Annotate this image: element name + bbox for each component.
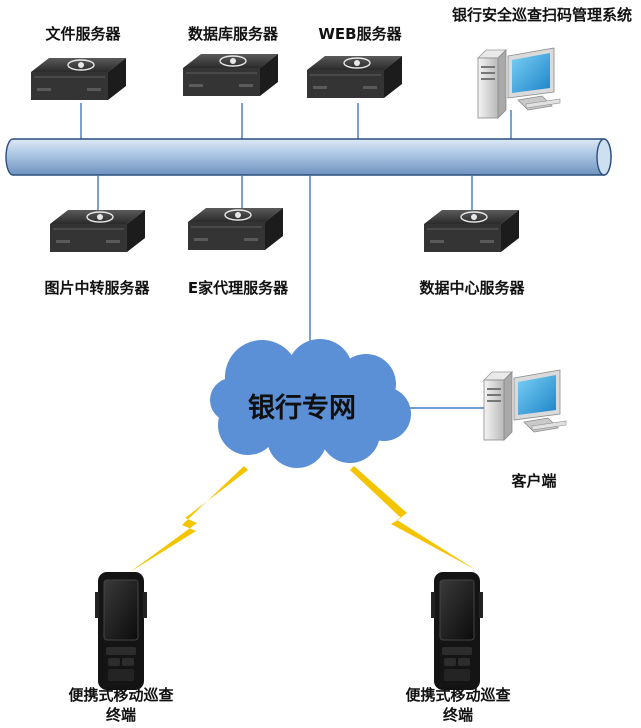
e-home-proxy-server-icon: [187, 207, 284, 251]
image-relay-server-icon: [49, 209, 146, 253]
bank-network-cloud-icon: [210, 339, 411, 468]
file-server-icon: [30, 57, 127, 101]
client-computer-icon: [483, 369, 567, 441]
data-center-server-icon: [423, 209, 520, 253]
wireless-link-left-icon: [130, 466, 248, 572]
terminal-left-label-line2: 终端: [105, 706, 136, 724]
terminal-right-icon: [430, 571, 484, 691]
web-server-icon: [306, 55, 403, 99]
terminal-right-label-line1: 便携式移动巡查: [405, 686, 511, 704]
wireless-link-right-icon: [350, 466, 476, 570]
file-server-label: 文件服务器: [45, 25, 121, 43]
database-server-label: 数据库服务器: [187, 25, 278, 43]
client-label: 客户端: [511, 472, 557, 490]
bank-system-computer-icon: [477, 47, 561, 119]
network-bus: [5, 138, 612, 176]
terminal-left-label-line1: 便携式移动巡查: [68, 686, 174, 704]
bank-network-label: 银行专网: [248, 393, 356, 424]
image-relay-server-label: 图片中转服务器: [44, 279, 150, 297]
database-server-icon: [182, 53, 279, 97]
bank-system-label: 银行安全巡查扫码管理系统: [444, 4, 640, 26]
terminal-left-icon: [94, 571, 148, 691]
e-home-proxy-server-label: E家代理服务器: [187, 279, 289, 297]
web-server-label: WEB服务器: [318, 25, 402, 43]
data-center-server-label: 数据中心服务器: [419, 279, 525, 297]
bank-system-label-text: 银行安全巡查扫码管理系统: [451, 6, 632, 24]
terminal-right-label-line2: 终端: [442, 706, 473, 724]
